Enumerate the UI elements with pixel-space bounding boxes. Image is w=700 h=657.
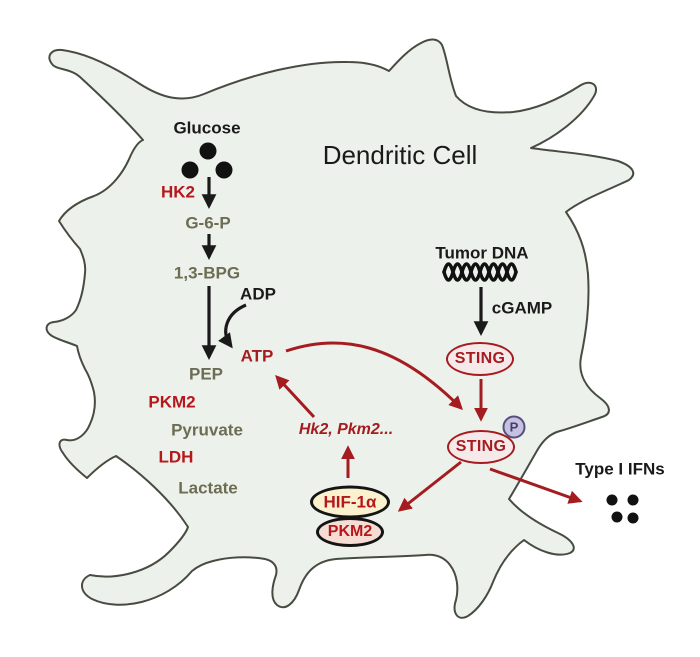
ifn-molecules-icon bbox=[606, 494, 639, 524]
pkm2-complex-oval: PKM2 bbox=[316, 517, 384, 547]
pkm2-enzyme-label: PKM2 bbox=[148, 392, 196, 412]
cell-title: Dendritic Cell bbox=[322, 140, 478, 170]
lactate-label: Lactate bbox=[178, 478, 238, 498]
pep-label: PEP bbox=[188, 364, 224, 384]
arrow-sting-to-ifns bbox=[489, 467, 583, 504]
target-genes-label: Hk2, Pkm2... bbox=[298, 421, 394, 438]
adp-label: ADP bbox=[240, 284, 276, 304]
arrow-adp-to-atp bbox=[218, 303, 247, 349]
ldh-enzyme-label: LDH bbox=[158, 447, 194, 467]
sting-label: STING bbox=[454, 350, 506, 367]
arrow-sting-to-hif-complex bbox=[397, 460, 462, 512]
phosphate-badge: P bbox=[502, 415, 526, 439]
g6p-label: G-6-P bbox=[185, 213, 231, 233]
cgamp-label: cGAMP bbox=[491, 298, 553, 318]
glucose-label: Glucose bbox=[173, 118, 241, 138]
glucose-molecules-icon bbox=[181, 142, 233, 179]
arrow-atp-to-sting bbox=[285, 341, 463, 410]
tumor-dna-label: Tumor DNA bbox=[435, 243, 529, 263]
hif1a-label: HIF-1α bbox=[323, 492, 377, 512]
pyruvate-label: Pyruvate bbox=[171, 420, 243, 440]
dna-helix-icon bbox=[442, 262, 518, 282]
bpg-label: 1,3-BPG bbox=[173, 263, 241, 283]
phospho-sting-label: STING bbox=[455, 438, 507, 455]
pkm2-complex-label: PKM2 bbox=[327, 523, 373, 540]
phospho-sting-oval: STING bbox=[447, 430, 515, 464]
type1-ifns-label: Type I IFNs bbox=[575, 459, 665, 479]
sting-oval: STING bbox=[446, 342, 514, 376]
hif1a-oval: HIF-1α bbox=[310, 485, 390, 519]
hk2-enzyme-label: HK2 bbox=[160, 182, 196, 202]
phosphate-label: P bbox=[509, 419, 519, 435]
arrow-genes-to-atp bbox=[275, 374, 316, 419]
atp-label: ATP bbox=[240, 346, 274, 366]
cell-membrane bbox=[45, 38, 635, 619]
